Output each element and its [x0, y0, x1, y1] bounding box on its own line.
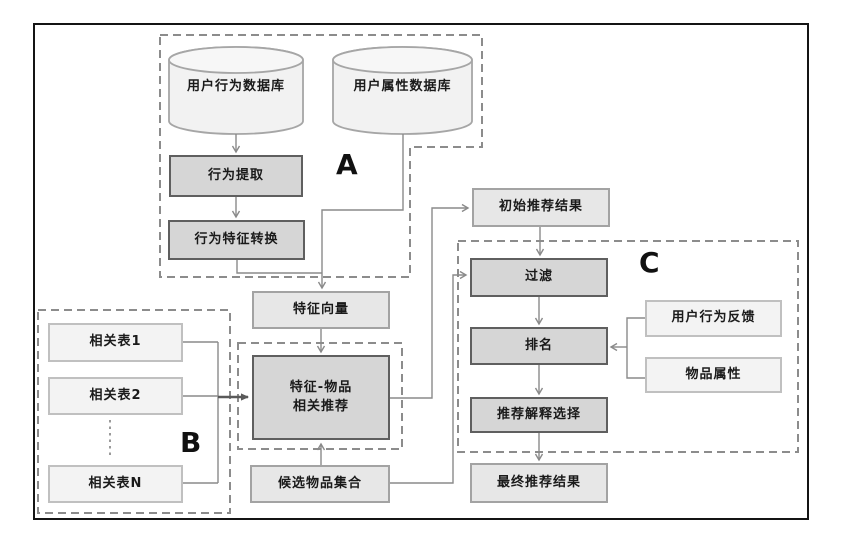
- node-user-attribute-db: 用户属性数据库: [333, 52, 472, 122]
- node-candidate-item-set: 候选物品集合: [250, 465, 390, 503]
- connector-rec-to-initial-results: [390, 203, 470, 399]
- node-feature-item-recommendation: 特征-物品 相关推荐: [252, 355, 390, 440]
- node-final-recommendation-results: 最终推荐结果: [470, 463, 608, 503]
- user-behavior-db-cylinder: [168, 46, 304, 135]
- group-a-outline: [159, 34, 483, 278]
- node-related-table-1-label: 相关表1: [89, 334, 142, 350]
- node-related-table-1: 相关表1: [48, 323, 183, 362]
- node-ranking: 排名: [470, 327, 608, 365]
- node-behavior-feature-conversion-label: 行为特征转换: [194, 231, 279, 247]
- node-user-behavior-db-label: 用户行为数据库: [186, 78, 285, 94]
- connector-db2-to-feature-vector: [317, 134, 404, 290]
- node-behavior-extraction: 行为提取: [169, 155, 303, 197]
- connector-candidates-to-filter: [390, 270, 468, 484]
- node-initial-recommendation-results: 初始推荐结果: [472, 188, 610, 227]
- node-feature-vector: 特征向量: [252, 291, 390, 329]
- node-user-behavior-feedback: 用户行为反馈: [645, 300, 782, 337]
- group-a-label: A: [336, 148, 358, 181]
- diagram-connectors: [183, 134, 645, 484]
- node-final-recommendation-results-label: 最终推荐结果: [496, 474, 581, 490]
- node-related-table-n-label: 相关表N: [88, 475, 143, 491]
- node-related-table-n: 相关表N: [48, 465, 183, 503]
- node-feature-item-recommendation-line2: 相关推荐: [292, 398, 349, 414]
- node-related-table-2-label: 相关表2: [89, 387, 142, 403]
- user-attribute-db-cylinder: [332, 46, 473, 135]
- connector-conversion-elbow: [236, 260, 322, 274]
- node-recommendation-explanation-selection: 推荐解释选择: [470, 397, 608, 433]
- node-related-table-2: 相关表2: [48, 377, 183, 415]
- node-behavior-feature-conversion: 行为特征转换: [168, 220, 305, 260]
- node-ranking-label: 排名: [524, 337, 553, 353]
- node-feature-vector-label: 特征向量: [292, 301, 349, 317]
- group-c-outline: [457, 240, 799, 453]
- node-behavior-extraction-label: 行为提取: [207, 167, 264, 183]
- node-feature-item-recommendation-line1: 特征-物品: [289, 379, 353, 395]
- connector-attributes-elbow: [626, 347, 645, 379]
- node-filter-label: 过滤: [524, 269, 553, 285]
- node-candidate-item-set-label: 候选物品集合: [277, 475, 362, 491]
- node-user-behavior-db: 用户行为数据库: [169, 52, 303, 122]
- connector-feedback-elbow: [626, 317, 645, 347]
- node-recommendation-explanation-selection-label: 推荐解释选择: [496, 406, 581, 422]
- node-user-behavior-feedback-label: 用户行为反馈: [671, 310, 756, 326]
- group-c-label: C: [639, 246, 660, 279]
- node-item-attributes: 物品属性: [645, 357, 782, 393]
- node-user-attribute-db-label: 用户属性数据库: [353, 78, 452, 94]
- group-b-label: B: [180, 426, 202, 459]
- node-initial-recommendation-results-label: 初始推荐结果: [498, 199, 583, 215]
- node-item-attributes-label: 物品属性: [685, 366, 742, 382]
- node-filter: 过滤: [470, 258, 608, 297]
- group-b-outline: [37, 309, 231, 514]
